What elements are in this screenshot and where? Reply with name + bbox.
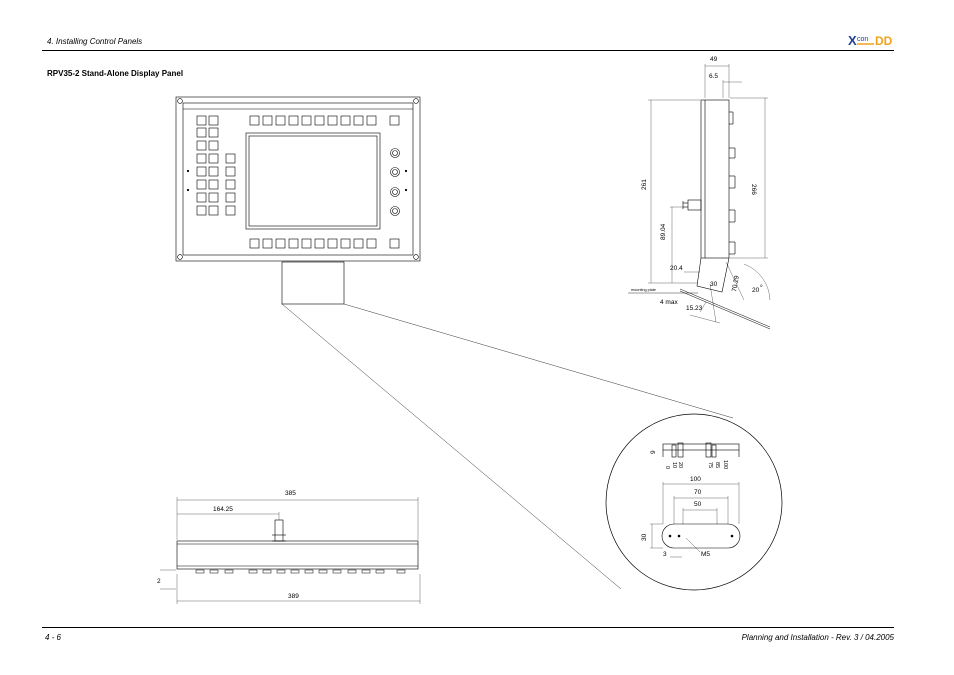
dim-70: 70 [694, 489, 702, 496]
xcon-dd-logo: X con DD [848, 33, 893, 48]
display-screen [245, 132, 381, 230]
dim-6-5: 6.5 [709, 73, 718, 80]
dim-15-23: 15.23 [686, 305, 703, 312]
right-knobs [390, 148, 400, 216]
page-number: 4 - 6 [45, 633, 62, 642]
revision-info: Planning and Installation - Rev. 3 / 04.… [741, 633, 894, 642]
tick-10: 10 [671, 462, 677, 468]
bottom-view [160, 497, 421, 604]
bottom-profile [176, 540, 419, 570]
stand-post [281, 261, 345, 305]
dim-385: 385 [285, 490, 296, 497]
dim-389: 389 [288, 593, 299, 600]
header-rule [42, 50, 894, 51]
dim-20-angle: 20 [752, 287, 760, 294]
chapter-heading: 4. Installing Control Panels [47, 37, 143, 46]
thread-m5: M5 [701, 551, 710, 558]
footer-rule [42, 627, 894, 628]
detail-circle [605, 413, 783, 591]
dim-2: 2 [157, 578, 161, 585]
dim-266: 266 [750, 184, 757, 195]
front-panel-inner [182, 102, 414, 256]
logo-x: X [848, 33, 857, 48]
dim-degree: o [760, 283, 763, 288]
detail-view [605, 413, 783, 591]
tick-85: 85 [714, 462, 720, 468]
tick-20: 20 [677, 462, 683, 468]
dim-3: 3 [663, 551, 667, 558]
dim-164-25: 164.25 [213, 506, 233, 513]
dim-20-4: 20.4 [670, 265, 683, 272]
tick-0: 0 [664, 466, 670, 469]
top-softkeys [249, 115, 400, 126]
side-view [628, 64, 771, 330]
front-panel-outer [175, 96, 421, 262]
dim-50: 50 [694, 501, 702, 508]
logo-dd: DD [875, 34, 893, 48]
dim-30-side: 30 [710, 281, 718, 288]
tick-75: 75 [707, 462, 713, 468]
dim-100: 100 [690, 476, 701, 483]
section-title: RPV35-2 Stand-Alone Display Panel [47, 69, 184, 78]
dim-89-04: 89.04 [660, 223, 667, 240]
mounting-slot [661, 523, 741, 549]
dim-9: 9 [650, 450, 657, 454]
dim-70-29: 70.29 [731, 275, 741, 293]
dim-49: 49 [710, 56, 718, 63]
side-profile [700, 99, 730, 259]
dim-4-max: 4 max [660, 299, 678, 306]
bottom-softkeys [249, 238, 400, 249]
left-keypad [196, 115, 236, 216]
front-view [175, 96, 421, 305]
mounting-plate-label: mounting plate [631, 288, 656, 292]
dim-261: 261 [641, 179, 648, 190]
tick-100: 100 [722, 460, 728, 469]
dim-30-detail: 30 [641, 533, 648, 541]
logo-con: con [857, 36, 868, 43]
